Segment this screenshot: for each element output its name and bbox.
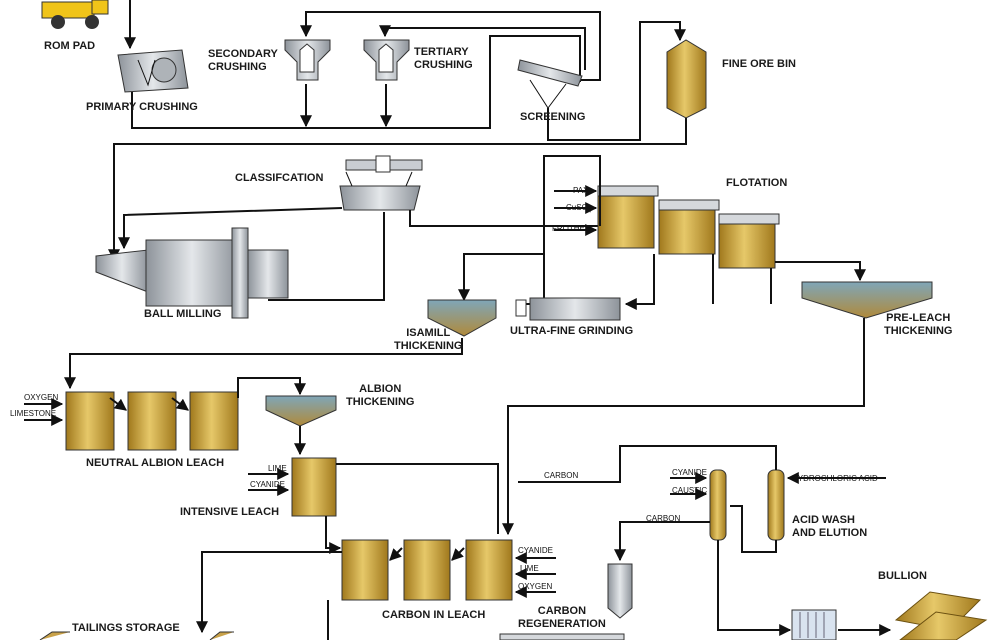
- intensive-leach-tank: [291, 457, 337, 517]
- vibrating-screen: [517, 59, 583, 109]
- reagent-carbon-top: CARBON: [544, 471, 579, 480]
- carbon-in-leach-label: CARBON IN LEACH: [382, 609, 486, 621]
- reagent-limestone: LIMESTONE: [10, 409, 57, 418]
- secondary-crusher: [284, 39, 331, 81]
- primary-crusher: [117, 49, 189, 93]
- reagent-hydrochloric-acid: HYDROCHLORIC ACID: [792, 474, 878, 483]
- fine-ore-bin-label: FINE ORE BIN: [722, 58, 796, 70]
- reagent-oxygen-cil: OXYGEN: [518, 582, 553, 591]
- secondary-crushing-label: SECONDARY CRUSHING: [208, 48, 278, 73]
- albion-leach-tank-3: [189, 391, 239, 451]
- reagent-lime-cil: LIME: [520, 564, 539, 573]
- ultra-fine-grinding-label: ULTRA-FINE GRINDING: [510, 325, 634, 337]
- albion-thickener: [265, 395, 337, 427]
- fine-ore-bin: [666, 39, 707, 119]
- flotation-label: FLOTATION: [726, 177, 788, 189]
- flotation-cell-2: [658, 199, 720, 255]
- reagent-caustic: CAUSTIC: [672, 486, 708, 495]
- isamill-thickening-label: ISAMILL THICKENING: [394, 327, 463, 352]
- rom-pad-label: ROM PAD: [44, 40, 96, 52]
- reagent-cyanide-cil: CYANIDE: [518, 546, 553, 555]
- acid-wash-column: [767, 469, 785, 541]
- isamill-thickener: [427, 299, 497, 337]
- elution-column: [709, 469, 727, 541]
- rom-loader-icon: [41, 0, 109, 29]
- electrowinning-cell: [791, 609, 837, 640]
- albion-leach-tank-2: [127, 391, 177, 451]
- cyclone-classifier: [339, 155, 423, 211]
- albion-thickening-label: ALBION THICKENING: [346, 383, 415, 408]
- acid-wash-elution-label: ACID WASH AND ELUTION: [792, 514, 868, 539]
- cil-tank-2: [403, 539, 451, 601]
- ultra-fine-grinding-mill: [515, 297, 621, 321]
- cil-tank-1: [341, 539, 389, 601]
- pre-leach-thickening-label: PRE-LEACH THICKENING: [884, 312, 953, 337]
- reagent-cuso4: CuSO4: [566, 203, 592, 215]
- intensive-leach-label: INTENSIVE LEACH: [180, 506, 280, 518]
- flotation-cell-3: [718, 213, 780, 269]
- tailings-dam: [39, 631, 234, 640]
- ball-mill: [95, 227, 289, 319]
- albion-leach-tank-1: [65, 391, 115, 451]
- neutral-albion-leach-label: NEUTRAL ALBION LEACH: [86, 457, 225, 469]
- reagent-oxygen-albion: OXYGEN: [24, 393, 59, 402]
- screening-label: SCREENING: [520, 111, 586, 123]
- carbon-regeneration-label: CARBON REGENERATION: [518, 605, 606, 630]
- reagent-carbon-mid: CARBON: [646, 514, 681, 523]
- bullion-label: BULLION: [878, 570, 927, 582]
- reagent-cyanide-elution: CYANIDE: [672, 468, 707, 477]
- bullion-bars-icon: [894, 591, 988, 640]
- primary-crushing-label: PRIMARY CRUSHING: [86, 101, 198, 113]
- reagent-lime-intensive: LIME: [268, 464, 287, 473]
- ball-milling-label: BALL MILLING: [144, 308, 222, 320]
- carbon-regeneration-kiln: [499, 563, 633, 640]
- reagent-frother: FROTHER: [552, 224, 591, 233]
- flotation-cell-1: [597, 185, 659, 249]
- reagent-cyanide-intensive: CYANIDE: [250, 480, 285, 489]
- pre-leach-thickener: [801, 281, 933, 319]
- reagent-pax: PAX: [573, 186, 589, 195]
- tertiary-crushing-label: TERTIARY CRUSHING: [414, 46, 473, 71]
- tailings-storage-label: TAILINGS STORAGE: [72, 622, 180, 634]
- cil-tank-3: [465, 539, 513, 601]
- tertiary-crusher: [363, 39, 410, 81]
- classification-label: CLASSIFCATION: [235, 172, 324, 184]
